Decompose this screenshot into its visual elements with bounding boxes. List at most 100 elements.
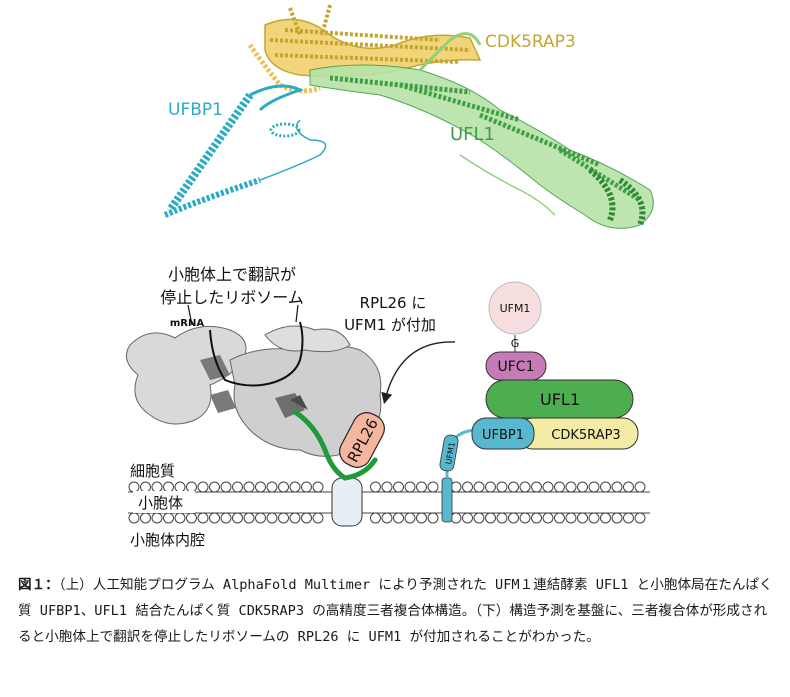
lipid-head	[634, 481, 646, 493]
mrna-leader-2	[295, 304, 299, 323]
lipid-head	[278, 481, 289, 493]
lipid-head	[577, 512, 588, 524]
lipid-head	[312, 481, 324, 493]
lipid-head	[174, 481, 186, 493]
lipid-head	[496, 481, 508, 493]
lipid-head	[519, 481, 531, 493]
lipid-head	[243, 481, 255, 493]
lipid-head	[174, 512, 186, 524]
lipid-head	[473, 481, 485, 493]
lipid-head	[220, 481, 232, 493]
lipid-head	[289, 481, 301, 493]
lipid-head	[588, 512, 600, 524]
lipid-head	[554, 481, 565, 493]
svg-text:UFM1: UFM1	[444, 441, 457, 465]
lipid-head	[393, 481, 404, 493]
mrna-leader-1	[187, 304, 193, 326]
er-label-bg	[133, 491, 195, 513]
lipid-head	[427, 512, 439, 524]
lipid-head	[151, 512, 163, 524]
ufc1-label: UFC1	[498, 359, 535, 375]
lipid-head	[531, 481, 542, 493]
glycine-label: G	[511, 337, 520, 350]
lipid-head	[370, 512, 381, 524]
lipid-head	[485, 481, 496, 493]
lipid-head	[266, 481, 278, 493]
lipid-head	[427, 481, 439, 493]
lipid-head	[611, 512, 623, 524]
lipid-head	[209, 512, 220, 524]
lipid-head	[266, 512, 278, 524]
lipid-head	[508, 481, 519, 493]
mrna-strand	[209, 321, 304, 387]
lipid-head	[623, 481, 634, 493]
lipid-head	[140, 481, 151, 493]
ribosome-label-line2: 停止したリボソーム	[160, 288, 304, 307]
caption-text: （上）人工知能プログラム AlphaFold Multimer により予測された…	[18, 577, 773, 645]
er-lumen-label: 小胞体内腔	[130, 531, 205, 549]
lipid-head	[255, 512, 266, 524]
lipid-head	[519, 512, 531, 524]
lipid-head	[416, 512, 427, 524]
figure-caption: 図１：（上）人工知能プログラム AlphaFold Multimer により予測…	[18, 572, 778, 650]
ufl1-structure	[309, 32, 654, 229]
lipid-head	[186, 481, 197, 493]
lipid-head	[496, 512, 508, 524]
lipid-head	[404, 512, 416, 524]
lipid-head	[565, 481, 577, 493]
ufbp1-structure	[163, 84, 327, 218]
lipid-head	[565, 512, 577, 524]
lipid-head	[289, 512, 301, 524]
cdk5rap3-label: CDK5RAP3	[551, 428, 620, 443]
lipid-head	[531, 512, 542, 524]
ufm1-small-tag: UFM1	[439, 434, 459, 472]
lipid-head	[554, 512, 565, 524]
er-membrane	[128, 481, 650, 524]
lipid-head	[542, 481, 554, 493]
rpl26-note-line1: RPL26 に	[360, 294, 427, 312]
lipid-head	[186, 512, 197, 524]
lipid-head	[588, 481, 600, 493]
lipid-head	[197, 512, 209, 524]
er-label: 小胞体	[138, 494, 183, 512]
lipid-head	[381, 481, 393, 493]
lipid-head	[611, 481, 623, 493]
ribosome-label-line1: 小胞体上で翻訳が	[168, 265, 296, 284]
nascent-chain	[292, 409, 378, 481]
lipid-head	[542, 512, 554, 524]
lipid-head	[404, 481, 416, 493]
lipid-head	[255, 481, 266, 493]
figure-number: 図１：	[18, 577, 59, 593]
lipid-head	[220, 512, 232, 524]
label-ufl1-structure: UFL1	[450, 124, 495, 145]
ufbp1-label: UFBP1	[482, 428, 524, 443]
lipid-head	[209, 481, 220, 493]
ufm1-label: UFM1	[500, 302, 531, 315]
lipid-head	[301, 512, 312, 524]
ufm1-node	[488, 281, 542, 335]
lipid-head	[450, 512, 462, 524]
lipid-head	[163, 481, 174, 493]
translocon	[331, 477, 363, 527]
lipid-head	[577, 481, 588, 493]
lipid-head	[393, 512, 404, 524]
lipid-head	[416, 481, 427, 493]
structure-figure: UFBP1 CDK5RAP3 UFL1	[163, 4, 654, 229]
label-cdk5rap3-structure: CDK5RAP3	[485, 32, 576, 52]
mrna-label: mRNA	[170, 318, 204, 329]
transfer-arrow	[381, 341, 456, 405]
lipid-head	[151, 481, 163, 493]
ufbp1-box	[471, 417, 535, 450]
lipid-head	[278, 512, 289, 524]
lipid-head	[163, 512, 174, 524]
lipid-head	[381, 512, 393, 524]
ribosome	[125, 325, 382, 457]
ufl1-label: UFL1	[540, 390, 580, 409]
lipid-head	[473, 512, 485, 524]
lipid-head	[462, 481, 473, 493]
lipid-head	[232, 512, 243, 524]
ufbp1-tm-anchor	[441, 477, 453, 523]
lipid-head	[508, 512, 519, 524]
lipid-head	[600, 481, 611, 493]
lipid-head	[301, 481, 312, 493]
